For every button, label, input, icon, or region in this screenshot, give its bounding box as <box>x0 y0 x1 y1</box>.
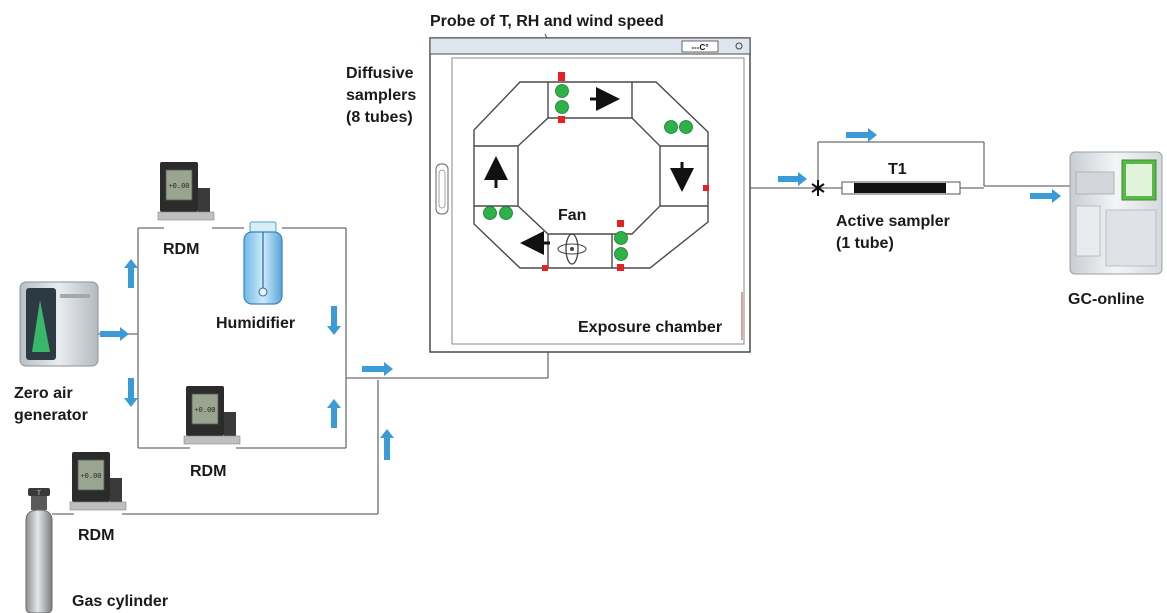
chamber-display-text: ---C° <box>692 43 709 52</box>
tubing <box>52 33 1072 515</box>
rdm-device-top: +0.00 <box>157 162 215 221</box>
sampler-icon <box>555 100 569 114</box>
diffusive-samplers <box>483 84 693 261</box>
diffusive-label-line1: Diffusive <box>346 65 414 82</box>
rdm-device-middle: +0.00 <box>183 386 241 445</box>
probe-markers <box>542 72 709 271</box>
diffusive-label-line2: samplers <box>346 87 417 104</box>
probe-label: Probe of T, RH and wind speed <box>430 13 664 30</box>
flow-arrow-icon <box>100 327 129 341</box>
sampler-icon <box>483 206 497 220</box>
diffusive-label-line3: (8 tubes) <box>346 109 413 126</box>
door-handle-icon <box>435 163 449 215</box>
humidifier-icon <box>243 221 283 305</box>
svg-text:T: T <box>37 491 41 497</box>
flow-arrow-icon <box>1030 189 1061 203</box>
humidifier-label: Humidifier <box>216 315 296 332</box>
fan-label: Fan <box>558 207 587 224</box>
t1-label: T1 <box>888 161 907 178</box>
flow-arrow-icon <box>124 378 138 407</box>
flow-arrow-icon <box>778 172 807 186</box>
chamber-display <box>681 40 719 53</box>
gc-online-icon <box>1069 151 1163 275</box>
active-sampler-label-line1: Active sampler <box>836 213 950 230</box>
flow-arrow-icon <box>362 362 393 376</box>
rdm-label-bottom: RDM <box>78 527 115 544</box>
zero-air-label-line2: generator <box>14 407 88 424</box>
zero-air-generator-icon <box>19 281 99 367</box>
flow-arrow-icon <box>846 128 877 142</box>
fan-icon <box>557 233 587 265</box>
rdm-label-top: RDM <box>163 241 200 258</box>
wind-tunnel <box>473 81 709 269</box>
inner-flow-arrows <box>484 87 694 255</box>
sampler-icon <box>614 247 628 261</box>
flow-arrow-icon <box>327 306 341 335</box>
flow-arrow-icon <box>327 399 341 428</box>
active-sampler <box>841 181 961 195</box>
sampler-icon <box>555 84 569 98</box>
sampler-icon <box>664 120 678 134</box>
svg-text:+0.00: +0.00 <box>80 473 101 481</box>
valve-icon <box>811 180 825 196</box>
svg-text:+0.00: +0.00 <box>168 183 189 191</box>
chamber-knob-icon <box>735 42 743 50</box>
flow-arrow-icon <box>124 259 138 288</box>
rdm-label-middle: RDM <box>190 463 227 480</box>
active-sampler-label-line2: (1 tube) <box>836 235 894 252</box>
flow-arrows <box>100 128 1061 460</box>
gc-online-label: GC-online <box>1068 291 1145 308</box>
exposure-chamber-label: Exposure chamber <box>578 319 723 336</box>
rdm-device-bottom: +0.00 <box>69 452 127 511</box>
gas-cylinder-label: Gas cylinder <box>72 593 169 610</box>
exposure-chamber: ---C° <box>429 37 751 353</box>
sampler-icon <box>499 206 513 220</box>
flow-arrow-icon <box>380 429 394 460</box>
zero-air-label-line1: Zero air <box>14 385 73 402</box>
sampler-icon <box>614 231 628 245</box>
sampler-icon <box>679 120 693 134</box>
svg-text:+0.00: +0.00 <box>194 407 215 415</box>
gas-cylinder-icon: T <box>25 488 53 613</box>
